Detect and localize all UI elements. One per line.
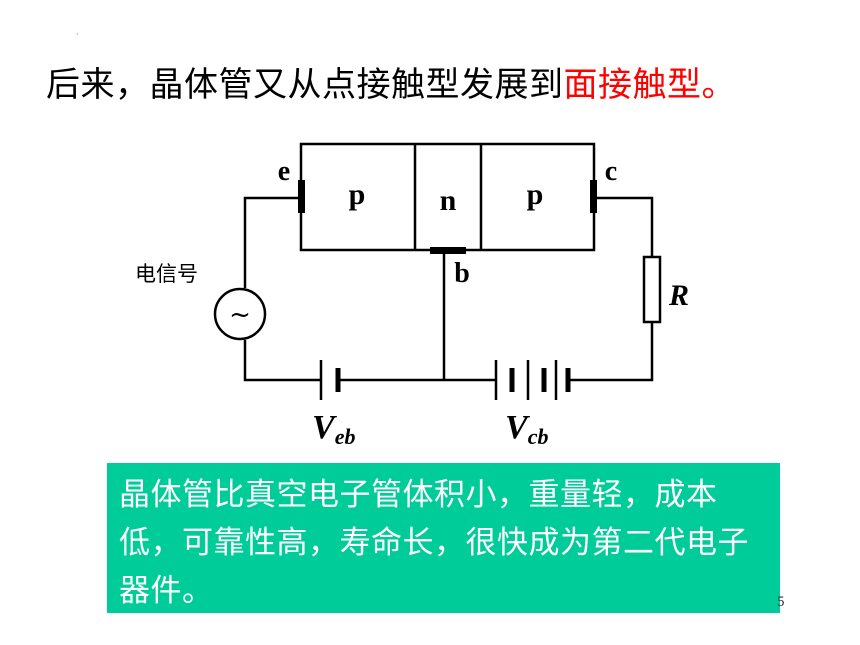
battery-cb-sub: cb [528, 424, 549, 449]
region-label-n: n [440, 184, 457, 217]
base-label: b [454, 258, 470, 289]
title-text: 后来，晶体管又从点接触型发展到 [46, 65, 564, 105]
battery-eb-main: V [312, 409, 337, 446]
battery-cb-label: Vcb [505, 409, 548, 449]
decorative-dot: · [76, 30, 79, 39]
emitter-contact [298, 180, 305, 213]
slide-title: 后来，晶体管又从点接触型发展到面接触型。 [46, 60, 736, 110]
battery-cb-main: V [505, 409, 530, 446]
title-highlight: 面接触型。 [563, 65, 736, 105]
signal-source-label: 电信号 [135, 262, 198, 286]
summary-note-text: 晶体管比真空电子管体积小，重量轻，成本低，可靠性高，寿命长，很快成为第二代电子器… [119, 477, 749, 609]
battery-eb-sub: eb [335, 424, 356, 449]
base-contact [430, 247, 466, 254]
resistor-label: R [668, 279, 689, 312]
emitter-label: e [278, 156, 290, 187]
emitter-wire [243, 196, 298, 288]
resistor-icon [642, 255, 662, 324]
region-label-p-right: p [527, 178, 544, 211]
collector-contact [590, 180, 597, 213]
signal-source-symbol: ~ [229, 300, 251, 330]
resistor-bottom-wire [569, 322, 654, 382]
page-number: 5 [777, 594, 785, 610]
region-label-p-left: p [349, 178, 366, 211]
collector-label: c [605, 156, 617, 187]
signal-source-icon [213, 287, 267, 341]
source-bottom-wire [243, 340, 320, 382]
summary-note-box: 晶体管比真空电子管体积小，重量轻，成本低，可靠性高，寿命长，很快成为第二代电子器… [107, 463, 780, 613]
battery-eb-label: Veb [312, 409, 355, 449]
collector-wire [597, 196, 654, 257]
